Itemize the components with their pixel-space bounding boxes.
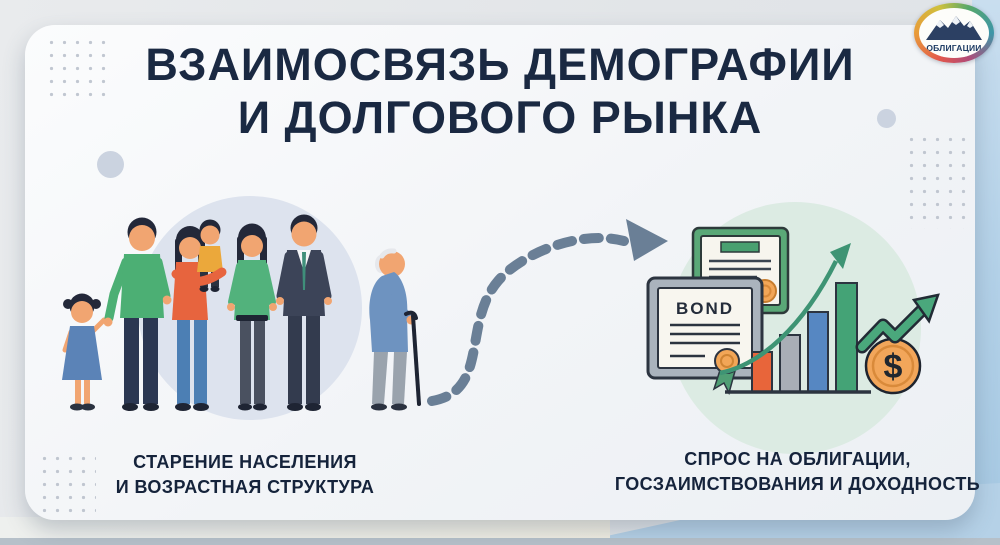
background-bottom-line <box>0 538 1000 545</box>
right-caption-line-1: СПРОС НА ОБЛИГАЦИИ, <box>684 449 911 469</box>
deco-circle-left <box>97 151 124 178</box>
background-blue-edge <box>972 0 1000 545</box>
dot-grid-bottom-left <box>38 452 96 514</box>
woman-orange-toddler-figure <box>171 219 227 411</box>
left-caption-line-1: СТАРЕНИЕ НАСЕЛЕНИЯ <box>133 452 357 472</box>
page-title: ВЗАИМОСВЯЗЬ ДЕМОГРАФИИ И ДОЛГОВОГО РЫНКА <box>0 38 1000 144</box>
certificate-bond-icon: BOND <box>646 276 764 396</box>
bonds-market-illustration: BOND $ <box>646 202 940 454</box>
elderly-man-figure <box>369 248 421 411</box>
dot-grid-top-left <box>45 36 109 98</box>
background-cream-strip <box>0 517 610 539</box>
title-line-1: ВЗАИМОСВЯЗЬ ДЕМОГРАФИИ <box>145 39 855 90</box>
dollar-sign: $ <box>884 348 903 386</box>
deco-circle-right <box>877 109 896 128</box>
people-illustration <box>62 196 421 420</box>
growth-bar-chart-icon <box>719 243 871 394</box>
right-caption-line-2: ГОСЗАИМСТВОВАНИЯ И ДОХОДНОСТЬ <box>614 474 981 495</box>
bond-label: BOND <box>676 299 734 318</box>
left-caption: СТАРЕНИЕ НАСЕЛЕНИЯ И ВОЗРАСТНАЯ СТРУКТУР… <box>55 450 435 500</box>
coin-yield-icon: $ <box>855 293 940 395</box>
title-line-2: И ДОЛГОВОГО РЫНКА <box>237 92 763 144</box>
mountains-icon <box>926 16 982 40</box>
right-caption: СПРОС НА ОБЛИГАЦИИ, ГОСЗАИМСТВОВАНИЯ И Д… <box>605 447 990 497</box>
logo-inner: ОБЛИГАЦИИ <box>919 8 989 58</box>
woman-green-figure <box>227 223 277 411</box>
obligations-logo: ОБЛИГАЦИИ <box>914 3 994 63</box>
girl-figure <box>62 293 107 411</box>
man-green-figure <box>103 217 172 411</box>
logo-label: ОБЛИГАЦИИ <box>926 43 982 53</box>
dashed-arrow-icon <box>427 219 668 406</box>
left-caption-line-2: И ВОЗРАСТНАЯ СТРУКТУРА <box>115 477 375 498</box>
dot-grid-right <box>905 133 971 229</box>
man-suit-figure <box>276 214 332 411</box>
